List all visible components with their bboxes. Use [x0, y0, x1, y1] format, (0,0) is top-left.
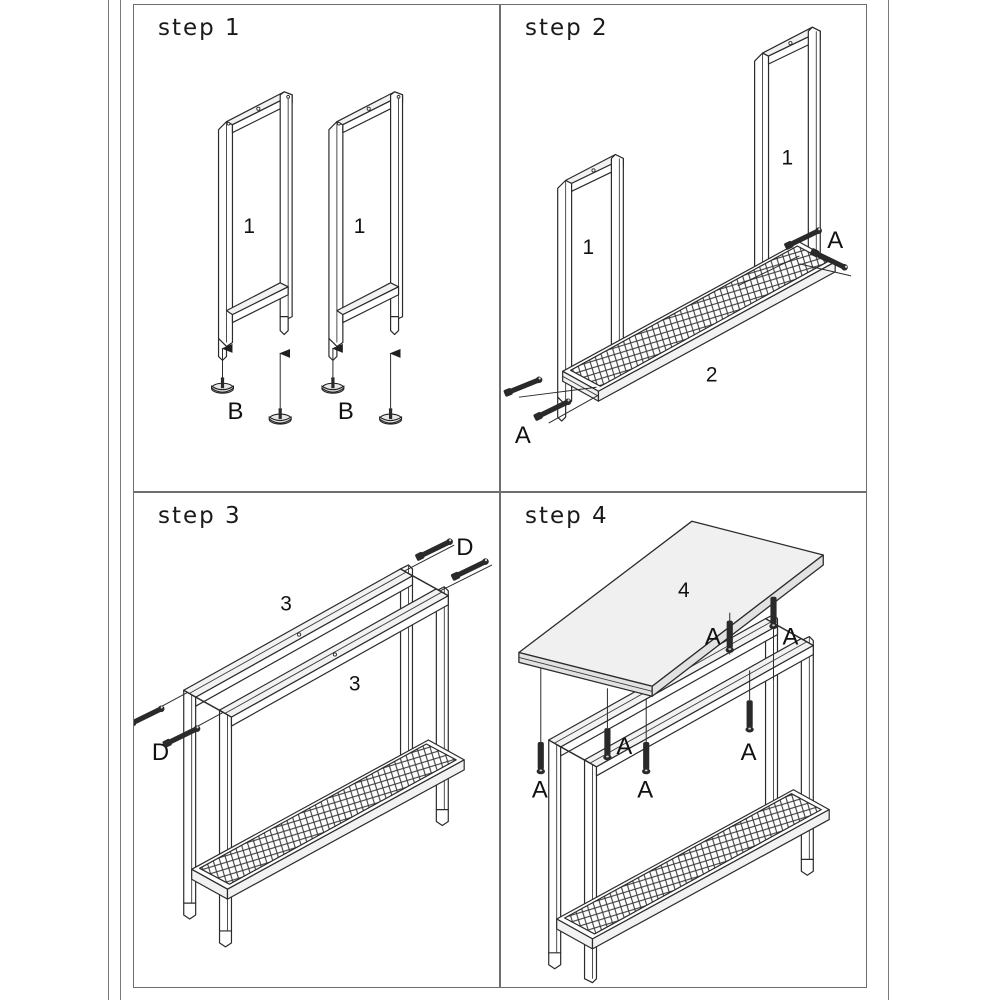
bolt-icon — [769, 596, 778, 630]
bolt-icon — [414, 537, 455, 562]
step-4-title: step 4 — [525, 503, 609, 529]
hardware-label-A-4: A — [705, 624, 721, 651]
bolt-icon — [642, 741, 651, 775]
hardware-label-B-left: B — [227, 398, 243, 425]
step-1-title: step 1 — [158, 15, 242, 41]
hardware-label-B-right: B — [338, 398, 354, 425]
frame-post-right-front — [800, 635, 814, 876]
part-label-1-right: 1 — [354, 215, 366, 238]
step-4-illustration: 4 A A A A A A — [518, 520, 830, 984]
step-1-illustration: 1 1 B B — [211, 91, 404, 425]
step-3-illustration: 3 3 D — [134, 534, 493, 948]
panel-step-3: step 3 — [133, 492, 500, 988]
step-2-illustration: 1 1 — [503, 26, 852, 449]
frame-post-right-front — [435, 586, 449, 827]
part-side-frame-right — [328, 91, 404, 361]
step-2-title: step 2 — [525, 15, 609, 41]
assembly-leader — [799, 263, 852, 277]
assembly-leader — [404, 544, 455, 572]
hardware-label-A-6: A — [637, 777, 653, 804]
hardware-label-A-3: A — [741, 739, 757, 766]
frame-post-left-front — [218, 705, 233, 948]
assembly-leader — [440, 564, 493, 592]
part-side-frame-left — [217, 91, 293, 361]
part-label-1-near: 1 — [583, 236, 595, 259]
bolt-icon — [725, 620, 734, 653]
bolt-icon — [503, 375, 544, 398]
part-tabletop-panel — [518, 520, 824, 697]
hardware-label-D-right: D — [456, 534, 473, 561]
side-rail-right — [399, 568, 449, 597]
part-mesh-bottom-shelf — [562, 241, 836, 402]
part-side-frame-near — [557, 153, 624, 422]
foot-pad-icon — [268, 407, 292, 425]
part-label-2-shelf: 2 — [706, 363, 718, 386]
bolt-icon — [536, 741, 545, 775]
assembly-leader — [737, 255, 800, 287]
hardware-label-A-1: A — [616, 733, 632, 760]
side-rail-left — [183, 689, 233, 718]
assembly-leader — [518, 386, 597, 398]
left-margin-rule-inner — [120, 0, 122, 1000]
part-top-rail-front — [218, 588, 449, 727]
mesh-bottom-shelf — [556, 789, 830, 950]
hardware-label-A-2: A — [532, 777, 548, 804]
bolt-icon — [134, 704, 166, 729]
bolt-icon — [532, 397, 573, 422]
hardware-label-A-upper: A — [827, 227, 843, 254]
mesh-bottom-shelf — [191, 739, 465, 900]
foot-pad-icon — [321, 376, 345, 394]
panel-step-1: step 1 — [133, 4, 500, 492]
bolt-icon — [745, 700, 754, 733]
part-label-3-front: 3 — [349, 672, 361, 695]
left-margin-rule-outer — [108, 0, 110, 1000]
foot-pad-icon — [211, 376, 235, 394]
panel-step-4: step 4 — [500, 492, 867, 988]
side-rail-left — [548, 739, 598, 768]
part-label-4-tabletop: 4 — [678, 579, 690, 602]
bolt-icon — [603, 728, 612, 761]
frame-post-left-front — [583, 755, 598, 984]
step-3-title: step 3 — [158, 503, 242, 529]
part-label-1-far: 1 — [781, 146, 793, 169]
part-label-3-back: 3 — [280, 593, 292, 616]
foot-pad-icon — [379, 407, 403, 425]
panel-step-2: step 2 — [500, 4, 867, 492]
hardware-label-A-5: A — [782, 624, 798, 651]
frame-post-left-back — [548, 735, 562, 970]
frame-post-left — [183, 685, 197, 920]
right-margin-rule — [888, 0, 890, 1000]
assembly-leader — [548, 394, 599, 424]
part-label-1-left: 1 — [243, 215, 255, 238]
hardware-label-A-lower: A — [515, 422, 531, 449]
